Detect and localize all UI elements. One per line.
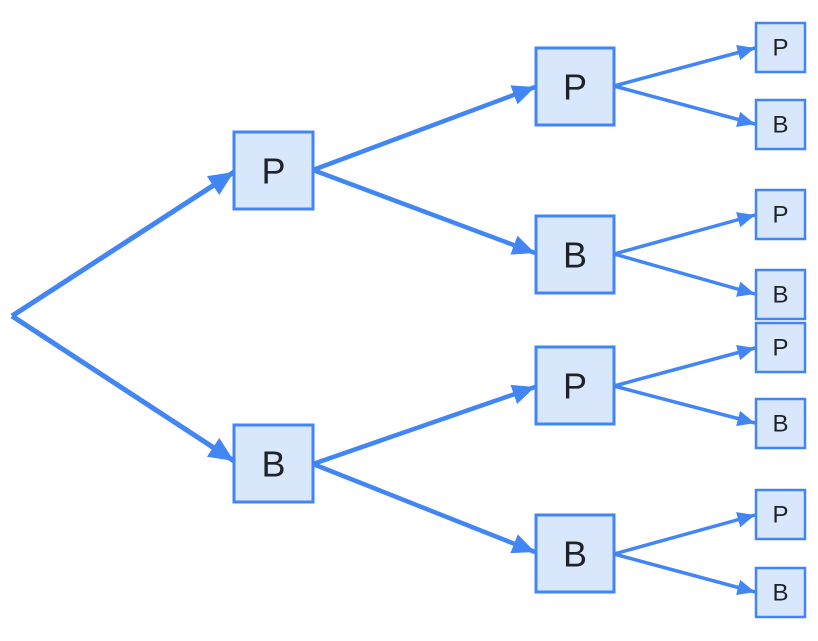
edge-b-bp (312, 384, 536, 467)
node-label: B (563, 534, 587, 575)
node-label: P (772, 202, 788, 229)
node-box (232, 423, 315, 504)
edge-p-pp (312, 84, 536, 173)
node-l2-bb: B (534, 513, 616, 594)
node-l1-p: P (232, 130, 315, 211)
node-box (534, 46, 616, 127)
node-l2-pb: B (534, 214, 616, 295)
node-label: B (772, 282, 788, 309)
node-l2-bp: P (534, 345, 616, 426)
edge-pp-ppb (613, 84, 756, 128)
node-l2-pp: P (534, 46, 616, 127)
node-l3-pbp: P (754, 188, 807, 241)
node-box (232, 130, 315, 211)
edge-bb-bbp (613, 512, 756, 556)
edge-pb-pbb (613, 252, 756, 297)
edge-bb-bbb (613, 552, 756, 596)
node-label: B (563, 235, 587, 276)
node-l3-pbb: B (754, 268, 807, 321)
edge-root-b (10, 313, 236, 464)
node-label: B (772, 411, 788, 438)
node-l3-bpp: P (754, 321, 807, 374)
tree-nodes: P B P B P B (232, 21, 807, 619)
node-l3-bbp: P (754, 488, 807, 541)
node-label: P (772, 35, 788, 62)
edge-root-p (10, 169, 236, 319)
node-label: P (772, 335, 788, 362)
edge-pp-ppp (613, 44, 756, 88)
node-label: B (772, 580, 788, 607)
node-label: B (772, 112, 788, 139)
node-label: B (261, 444, 285, 485)
node-label: P (772, 502, 788, 529)
edge-pb-pbp (613, 212, 756, 256)
node-box (754, 566, 807, 619)
node-box (534, 345, 616, 426)
node-l1-b: B (232, 423, 315, 504)
node-box (754, 321, 807, 374)
node-box (754, 268, 807, 321)
tree-edges (10, 44, 756, 596)
edge-bp-bpp (613, 344, 756, 388)
node-box (754, 21, 807, 74)
node-l3-ppp: P (754, 21, 807, 74)
node-box (754, 98, 807, 151)
node-label: P (563, 366, 587, 407)
node-box (534, 513, 616, 594)
node-l3-ppb: B (754, 98, 807, 151)
node-label: P (261, 151, 285, 192)
node-l3-bbb: B (754, 566, 807, 619)
edge-p-pb (312, 167, 536, 256)
node-box (754, 397, 807, 450)
node-label: P (563, 67, 587, 108)
node-box (534, 214, 616, 295)
edge-bp-bpb (613, 384, 756, 427)
edge-b-bb (312, 461, 536, 555)
node-box (754, 188, 807, 241)
node-l3-bpb: B (754, 397, 807, 450)
node-box (754, 488, 807, 541)
